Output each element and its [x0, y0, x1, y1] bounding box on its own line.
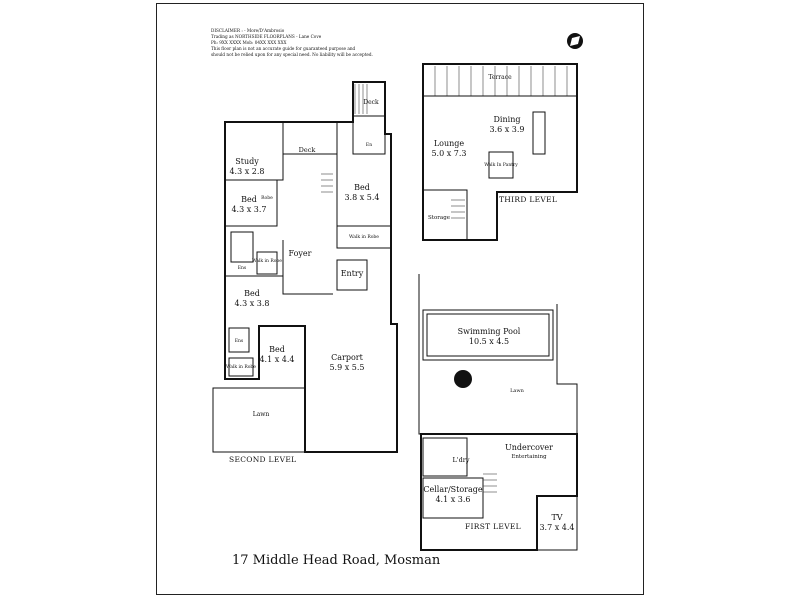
first-level-stairs	[483, 473, 497, 493]
third-level-plan: Terrace Dining 3.6 x 3.9 Lounge 5.0 x 7.…	[422, 63, 578, 241]
ensuite-low-label: Ens	[235, 338, 244, 344]
terrace-label: Terrace	[488, 74, 512, 81]
deck-label: Deck	[299, 146, 316, 154]
disclaimer-block: DISCLAIMER : - More/D'Ambrosio Trading a…	[211, 28, 373, 57]
disclaimer-line-3: Ph: 9XX XXXX Mob: 04XX XXX XXX	[211, 40, 287, 45]
bed3-name: Bed	[244, 289, 260, 298]
undercover-sub: Entertaining	[511, 454, 547, 460]
bed4-dims: 4.1 x 4.4	[259, 355, 294, 364]
cellar-dims: 4.1 x 3.6	[435, 495, 470, 504]
disclaimer-line-1: DISCLAIMER : - More/D'Ambrosio	[211, 28, 285, 33]
entry-label: Entry	[341, 269, 364, 278]
robe1-label: Robe	[261, 195, 273, 201]
lawn-first-label: Lawn	[510, 388, 525, 394]
third-level-label: THIRD LEVEL	[499, 195, 557, 204]
second-level-plan: Deck En Deck Study 4.3 x 2.8 Bed 4.3 x 3…	[212, 81, 398, 464]
third-level-stairs	[451, 199, 465, 219]
tv-name: TV	[551, 513, 562, 522]
disclaimer-line-5: should not be relied upon for any specia…	[211, 52, 373, 57]
storage-label: Storage	[428, 215, 450, 221]
second-level-label: SECOND LEVEL	[229, 455, 296, 464]
bed3-dims: 4.3 x 3.8	[234, 299, 269, 308]
walkin2-label: Walk in Robe	[252, 258, 282, 264]
lawn-second-label: Lawn	[253, 411, 270, 418]
foyer-label: Foyer	[288, 249, 311, 258]
deck-top-label: Deck	[363, 99, 379, 106]
floorplan-drawing: DISCLAIMER : - More/D'Ambrosio Trading a…	[211, 28, 583, 551]
dining-dims: 3.6 x 3.9	[489, 125, 524, 134]
first-level-label: FIRST LEVEL	[465, 522, 521, 531]
carport-dims: 5.9 x 5.5	[329, 363, 364, 372]
undercover-name: Undercover	[505, 443, 553, 452]
disclaimer-line-4: This floor plan is not an accurate guide…	[211, 46, 356, 51]
bed1-name: Bed	[241, 195, 257, 204]
study-name: Study	[235, 157, 259, 166]
lounge-name: Lounge	[434, 139, 465, 148]
ensuite-top-label: En	[366, 142, 372, 148]
floorplan-sheet: DISCLAIMER : - More/D'Ambrosio Trading a…	[156, 3, 644, 595]
north-compass-icon	[567, 33, 583, 49]
tree-icon	[454, 370, 472, 388]
walkin-pantry-label: Walk In Pantry	[484, 162, 518, 168]
walkin3-label: Walk in Robe	[226, 364, 256, 370]
tv-dims: 3.7 x 4.4	[539, 523, 574, 532]
study-dims: 4.3 x 2.8	[229, 167, 264, 176]
carport-name: Carport	[331, 353, 363, 362]
disclaimer-line-2: Trading as NORTHSIDE FLOORPLANS - Lane C…	[211, 34, 322, 39]
lounge-dims: 5.0 x 7.3	[431, 149, 466, 158]
pool-name: Swimming Pool	[458, 327, 521, 336]
first-level-plan: Swimming Pool 10.5 x 4.5 Lawn Undercover…	[418, 274, 578, 551]
terrace-hatch	[434, 66, 568, 96]
bed2-name: Bed	[354, 183, 370, 192]
deck-stairs	[321, 173, 333, 193]
bed2-dims: 3.8 x 5.4	[344, 193, 379, 202]
laundry-label: L'dry	[452, 456, 469, 464]
deck-top-hatch	[354, 84, 368, 114]
dining-name: Dining	[494, 115, 521, 124]
pool-dims: 10.5 x 4.5	[469, 337, 509, 346]
bed1-dims: 4.3 x 3.7	[231, 205, 266, 214]
bed4-name: Bed	[269, 345, 285, 354]
walkin1-label: Walk in Robe	[349, 234, 379, 240]
ensuite-mid-label: Ens	[238, 265, 247, 271]
cellar-name: Cellar/Storage	[423, 485, 482, 494]
property-address: 17 Middle Head Road, Mosman	[232, 553, 441, 568]
